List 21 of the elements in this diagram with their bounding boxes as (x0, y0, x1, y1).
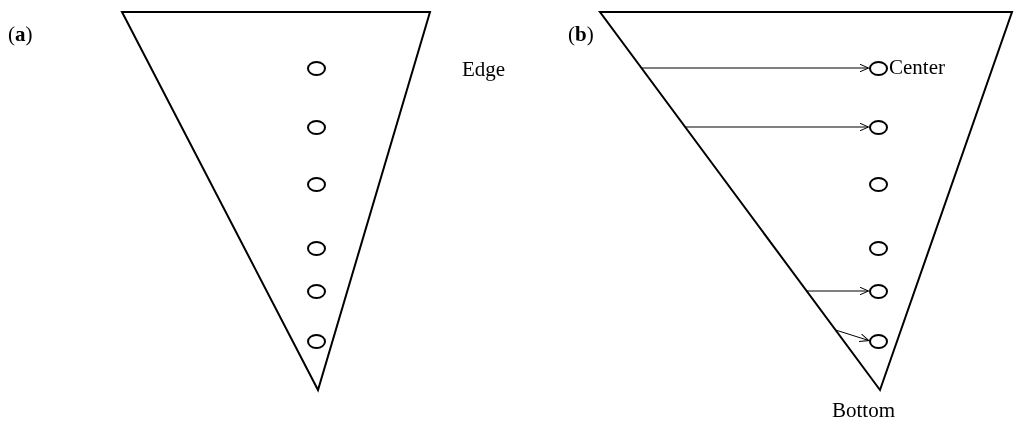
arrow (806, 286, 869, 296)
text-label: Edge (462, 59, 506, 80)
arrow (641, 63, 869, 73)
small-circle (306, 240, 326, 256)
text-label: Center (889, 57, 945, 78)
arrow (684, 122, 869, 132)
text-label: Bottom (832, 400, 895, 421)
small-circle (868, 333, 888, 349)
small-circle (306, 176, 326, 192)
small-circle (306, 333, 326, 349)
small-circle (868, 119, 888, 135)
panel-label: (b) (568, 24, 594, 45)
small-circle (306, 283, 326, 299)
arrow (835, 329, 870, 343)
small-circle (306, 60, 326, 76)
small-circle (868, 60, 888, 76)
small-circle (868, 283, 888, 299)
small-circle (306, 119, 326, 135)
panel-label: (a) (8, 24, 33, 45)
small-circle (868, 176, 888, 192)
small-circle (868, 240, 888, 256)
